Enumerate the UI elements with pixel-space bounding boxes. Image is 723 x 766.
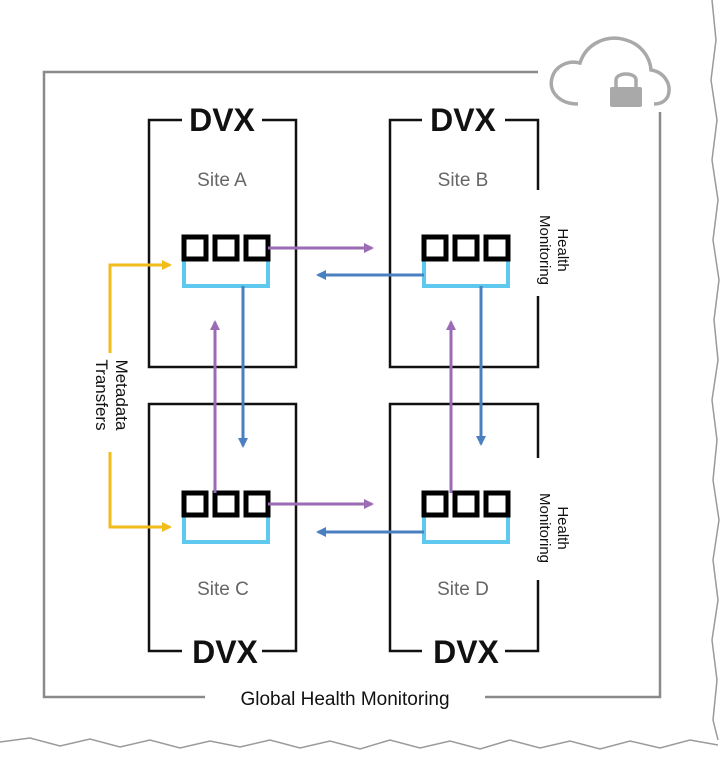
torn-edge-right <box>710 0 720 741</box>
storage-icon-c <box>181 490 271 544</box>
health-top-line1: Health <box>554 228 571 271</box>
health-monitoring-label-top: Health Monitoring <box>536 215 571 285</box>
site-b-brand: DVX <box>430 102 496 138</box>
site-b-box: DVX Site B <box>388 102 540 369</box>
health-bottom-line2: Monitoring <box>536 493 553 563</box>
site-d-name: Site D <box>437 579 489 600</box>
health-monitoring-label-bottom: Health Monitoring <box>536 493 571 563</box>
site-c-brand: DVX <box>192 634 258 670</box>
cloud-lock-icon <box>549 36 671 107</box>
metadata-transfer-arrows <box>108 260 172 532</box>
site-b-name: Site B <box>438 170 489 191</box>
site-a-name: Site A <box>197 170 247 191</box>
storage-icon-a <box>181 234 271 288</box>
storage-icon-b <box>421 234 511 288</box>
global-frame: Global Health Monitoring <box>42 70 662 710</box>
site-a-brand: DVX <box>189 102 255 138</box>
health-bottom-line1: Health <box>554 506 571 549</box>
health-top-line2: Monitoring <box>536 215 553 285</box>
site-c-box: DVX Site C <box>147 402 298 670</box>
site-a-box: DVX Site A <box>147 102 298 369</box>
storage-icon-d <box>421 490 511 544</box>
site-c-name: Site C <box>197 579 249 600</box>
metadata-transfers-label: Metadata Transfers <box>92 359 131 431</box>
global-health-label: Global Health Monitoring <box>240 689 449 710</box>
site-d-box: DVX Site D <box>388 402 540 670</box>
site-d-brand: DVX <box>433 634 499 670</box>
metadata-label-line1: Metadata <box>112 360 131 431</box>
torn-edge-bottom <box>0 737 719 750</box>
metadata-label-line2: Transfers <box>92 359 111 430</box>
